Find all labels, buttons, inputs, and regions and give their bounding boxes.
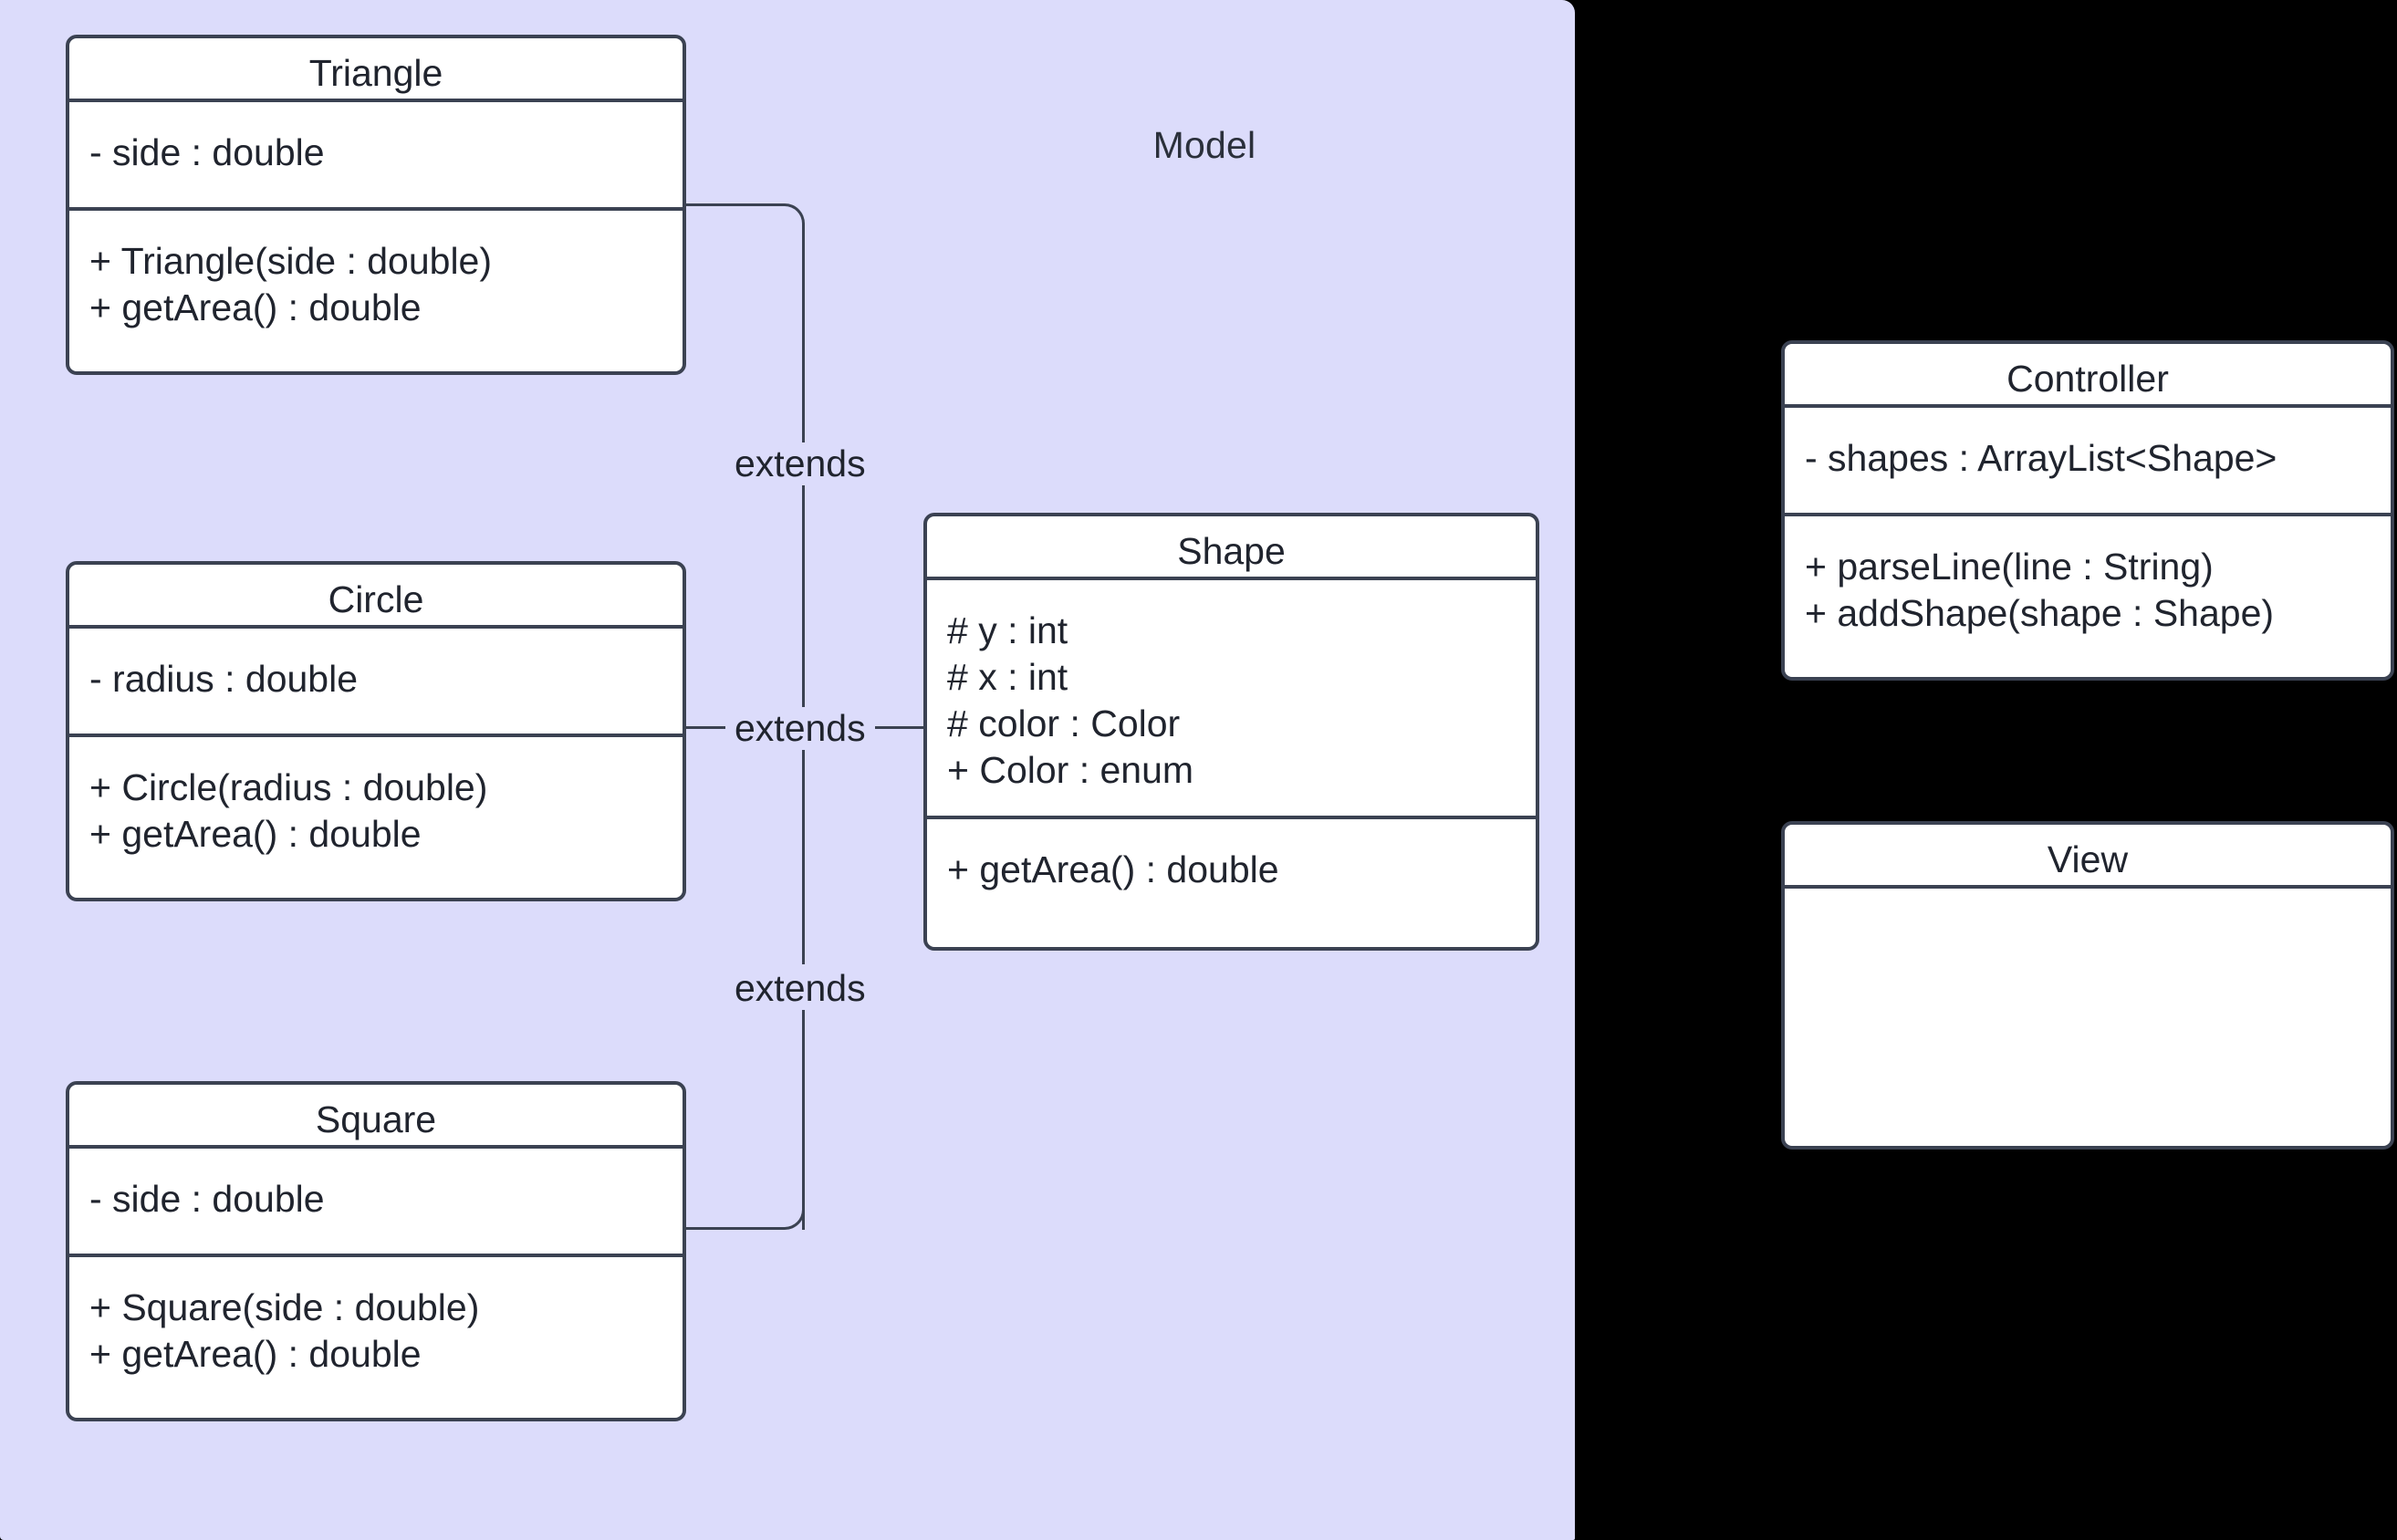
class-divider	[69, 1254, 683, 1257]
class-method: + getArea() : double	[89, 813, 422, 855]
class-attributes-controller: - shapes : ArrayList<Shape>	[1785, 408, 2391, 513]
class-attribute: # y : int	[947, 609, 1068, 651]
class-method: + Triangle(side : double)	[89, 240, 493, 282]
class-box-square[interactable]: Square - side : double + Square(side : d…	[66, 1081, 686, 1421]
class-methods-square: + Square(side : double) + getArea() : do…	[69, 1257, 683, 1378]
class-method: + getArea() : double	[89, 286, 422, 328]
class-divider	[69, 99, 683, 102]
class-divider	[69, 734, 683, 737]
class-attribute: - side : double	[89, 1178, 325, 1220]
package-model-label: Model	[1152, 124, 1256, 166]
class-box-controller[interactable]: Controller - shapes : ArrayList<Shape> +…	[1781, 340, 2394, 681]
edge-label-circle-extends: extends	[725, 707, 875, 750]
class-divider	[1785, 513, 2391, 516]
connector-trunk-mid-lower	[802, 750, 805, 964]
class-methods-controller: + parseLine(line : String) + addShape(sh…	[1785, 516, 2391, 637]
class-title-square: Square	[315, 1098, 437, 1140]
connector-circle-horizontal-left	[683, 726, 730, 729]
class-title-triangle: Triangle	[308, 52, 443, 94]
connector-trunk-upper	[802, 225, 805, 444]
class-method: + Square(side : double)	[89, 1286, 480, 1328]
class-attributes-triangle: - side : double	[69, 102, 683, 207]
class-divider	[69, 207, 683, 211]
connector-trunk-lower	[802, 1004, 805, 1230]
class-attribute: - radius : double	[89, 658, 359, 700]
class-title-circle: Circle	[328, 578, 424, 620]
class-attributes-shape: # y : int # x : int # color : Color + Co…	[927, 580, 1536, 816]
edge-label-square-extends: extends	[725, 967, 875, 1010]
class-attribute: # x : int	[947, 656, 1068, 698]
connector-triangle-horizontal	[683, 203, 785, 206]
class-attributes-square: - side : double	[69, 1149, 683, 1254]
class-attributes-circle: - radius : double	[69, 629, 683, 734]
class-title-controller: Controller	[2006, 358, 2169, 400]
class-title-shape: Shape	[1177, 530, 1286, 572]
class-title-view: View	[2047, 838, 2129, 880]
class-method: + Circle(radius : double)	[89, 766, 488, 808]
class-methods-shape: + getArea() : double	[927, 819, 1536, 893]
class-divider	[927, 577, 1536, 580]
class-divider	[927, 816, 1536, 819]
class-attribute: - shapes : ArrayList<Shape>	[1805, 437, 2277, 479]
class-methods-circle: + Circle(radius : double) + getArea() : …	[69, 737, 683, 858]
class-box-triangle[interactable]: Triangle - side : double + Triangle(side…	[66, 35, 686, 375]
class-attribute: + Color : enum	[947, 749, 1194, 791]
class-divider	[69, 625, 683, 629]
class-divider	[1785, 885, 2391, 889]
class-attribute: # color : Color	[947, 702, 1181, 744]
class-body-view	[1785, 889, 2391, 1146]
class-method: + getArea() : double	[947, 848, 1279, 890]
edge-label-triangle-extends: extends	[725, 442, 875, 485]
class-divider	[69, 1145, 683, 1149]
class-methods-triangle: + Triangle(side : double) + getArea() : …	[69, 211, 683, 331]
class-divider	[1785, 404, 2391, 408]
class-method: + addShape(shape : Shape)	[1805, 592, 2275, 634]
class-box-view[interactable]: View	[1781, 821, 2394, 1150]
class-box-circle[interactable]: Circle - radius : double + Circle(radius…	[66, 561, 686, 901]
connector-shape-horizontal-right	[874, 726, 925, 729]
class-method: + parseLine(line : String)	[1805, 546, 2214, 588]
connector-square-horizontal	[683, 1227, 785, 1230]
class-attribute: - side : double	[89, 131, 325, 173]
connector-trunk-mid-upper	[802, 484, 805, 726]
class-box-shape[interactable]: Shape # y : int # x : int # color : Colo…	[923, 513, 1539, 951]
class-method: + getArea() : double	[89, 1333, 422, 1375]
